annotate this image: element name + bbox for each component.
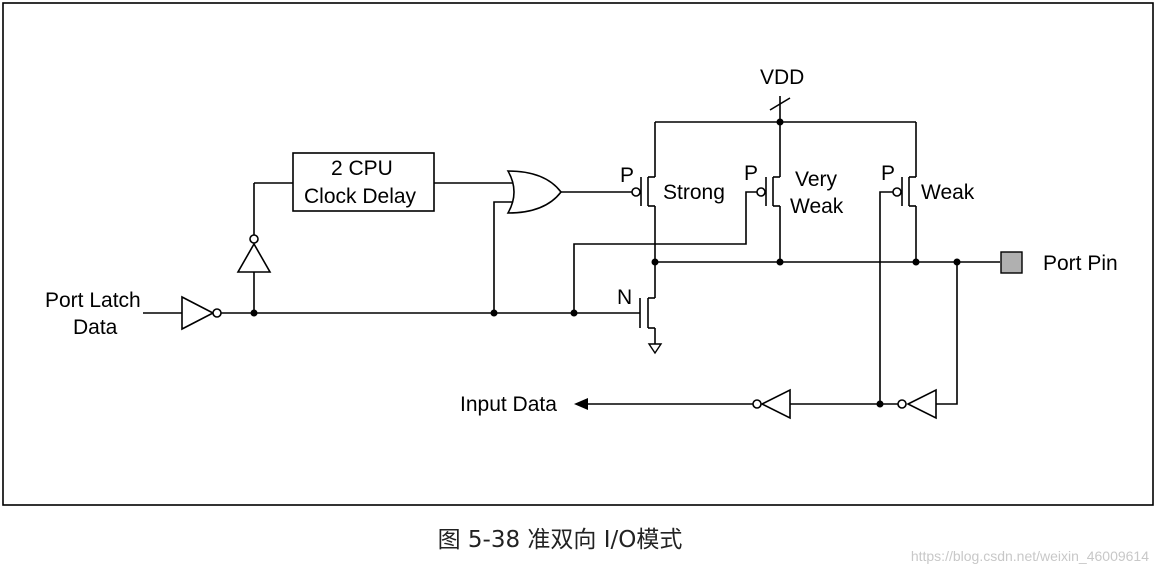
weak-p-label: P	[881, 162, 895, 185]
input-data-label: Input Data	[460, 393, 557, 416]
port-pin-node	[651, 251, 1023, 274]
weak-label: Weak	[921, 181, 975, 204]
very-weak-p-label: P	[744, 162, 758, 185]
diagram-frame	[2, 2, 1154, 506]
very-weak-pfet	[573, 122, 781, 313]
port-latch-label-2: Data	[73, 316, 118, 339]
delay-label-1: 2 CPU	[331, 157, 393, 180]
strong-label: Strong	[663, 181, 725, 204]
delay-label-2: Clock Delay	[304, 185, 417, 208]
port-latch-label-1: Port Latch	[45, 289, 141, 312]
n-label: N	[617, 286, 632, 309]
strong-p-label: P	[620, 164, 634, 187]
weak-pfet	[879, 122, 917, 404]
port-pin-label: Port Pin	[1043, 252, 1118, 275]
very-weak-label: Weak	[790, 195, 844, 218]
watermark: https://blog.csdn.net/weixin_46009614	[910, 548, 1149, 564]
clock-delay-box	[292, 152, 435, 212]
strong-pfet	[560, 122, 656, 290]
input-data-path	[574, 262, 958, 420]
nfet	[639, 290, 663, 355]
vdd-label: VDD	[760, 66, 804, 89]
very-label: Very	[795, 168, 838, 191]
or-gate	[434, 170, 563, 313]
port-pin-pad	[1000, 251, 1023, 274]
latch-data-path	[143, 182, 640, 331]
figure-caption: 图 5-38 准双向 I/O模式	[437, 527, 683, 553]
vdd-rail	[655, 96, 916, 126]
